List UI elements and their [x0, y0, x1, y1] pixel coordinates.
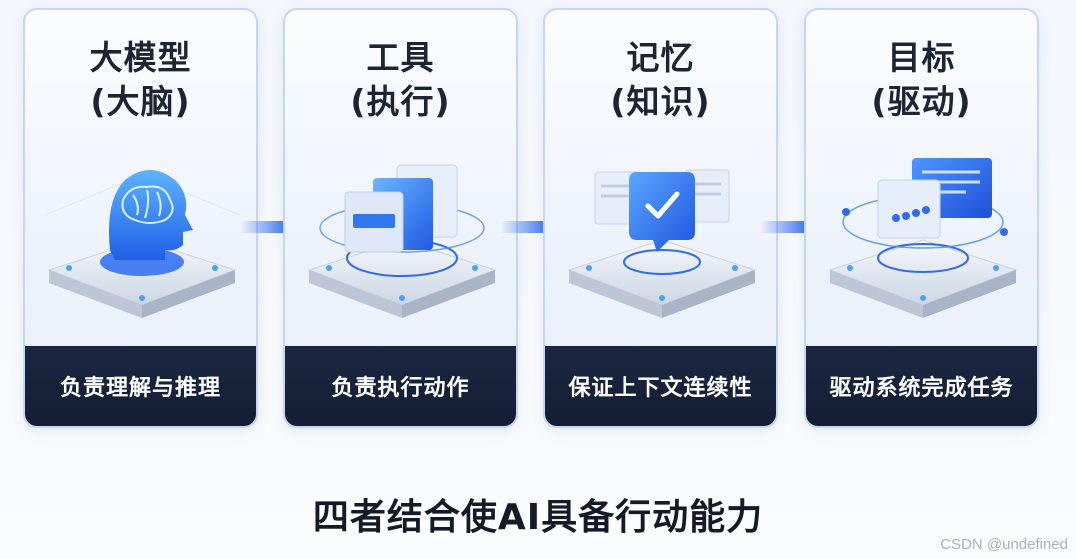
card-description: 驱动系统完成任务	[829, 376, 1014, 401]
card-description: 负责理解与推理	[59, 376, 221, 401]
card-title-sub: (执行)	[350, 82, 451, 121]
card-description: 保证上下文连续性	[568, 376, 753, 401]
memory-check-icon	[567, 169, 757, 318]
tool-panels-icon	[307, 164, 497, 318]
card-title-sub: (大脑)	[90, 82, 191, 121]
card-title-main: 记忆	[626, 38, 695, 77]
card-llm: 大模型 (大脑) 负责理解与推理	[23, 8, 258, 428]
card-footer: 驱动系统完成任务	[806, 346, 1037, 426]
card-title-sub: (驱动)	[871, 82, 972, 121]
card-title: 工具 (执行)	[285, 36, 516, 124]
card-title: 大模型 (大脑)	[25, 36, 256, 124]
target-screens-icon	[828, 158, 1018, 318]
watermark: CSDN @undefined	[940, 536, 1068, 553]
card-title-main: 大模型	[89, 38, 192, 77]
card-description: 负责执行动作	[331, 376, 470, 401]
card-title-sub: (知识)	[610, 82, 711, 121]
card-tools: 工具 (执行) 负责执行动作	[283, 8, 518, 428]
card-memory: 记忆 (知识) 保证上下文连续性	[543, 8, 778, 428]
card-footer: 保证上下文连续性	[545, 346, 776, 426]
summary-caption: 四者结合使AI具备行动能力	[312, 497, 764, 538]
card-title-main: 目标	[887, 38, 956, 77]
card-goal: 目标 (驱动) 驱动系统完成任务	[804, 8, 1039, 428]
card-footer: 负责执行动作	[285, 346, 516, 426]
card-title-main: 工具	[366, 38, 435, 77]
card-title: 目标 (驱动)	[806, 36, 1037, 124]
brain-icon	[44, 170, 241, 318]
card-title: 记忆 (知识)	[545, 36, 776, 124]
card-footer: 负责理解与推理	[25, 346, 256, 426]
